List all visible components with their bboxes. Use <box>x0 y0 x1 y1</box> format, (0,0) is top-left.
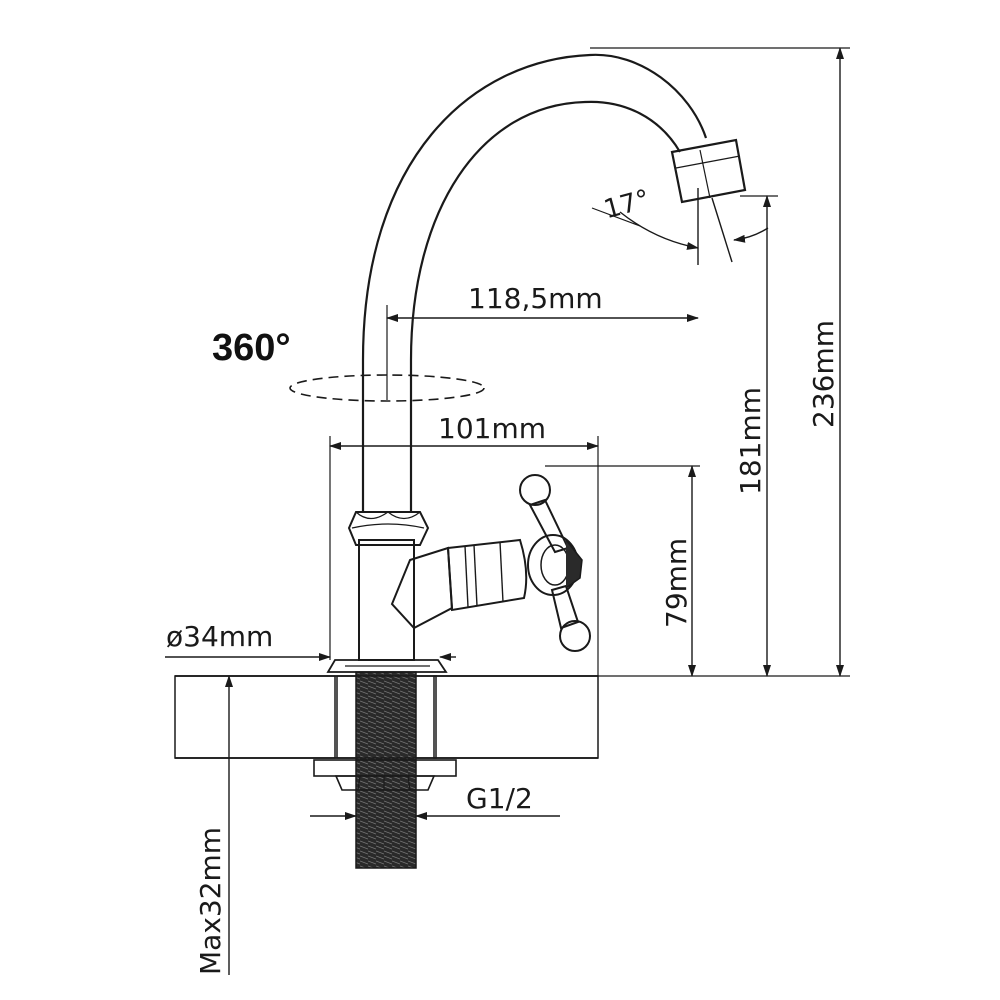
thread-dimension: G1/2 <box>310 782 560 820</box>
angle-label: 17° <box>601 184 653 225</box>
threaded-shank <box>336 671 437 869</box>
rotation-label: 360° <box>212 327 291 369</box>
max-thickness-dimension: Max32mm <box>194 675 233 975</box>
valve-cartridge <box>390 538 528 630</box>
spout-height-dimension: 181mm <box>734 195 778 677</box>
spout-height-label: 181mm <box>734 387 767 495</box>
reach-dimension: 118,5mm <box>386 282 699 400</box>
base-diameter-label: ø34mm <box>166 620 273 653</box>
base-to-handle-label: 101mm <box>438 412 546 445</box>
lock-nut <box>313 759 457 791</box>
total-height-dimension: 236mm <box>590 47 850 677</box>
total-height-label: 236mm <box>807 320 840 428</box>
handle-height-label: 79mm <box>660 538 693 628</box>
base-diameter-dimension: ø34mm <box>165 620 456 661</box>
handle-height-dimension: 79mm <box>545 465 700 677</box>
thread-label: G1/2 <box>466 782 533 815</box>
base-flange <box>326 659 448 673</box>
base-to-handle-dimension: 101mm <box>329 412 599 676</box>
max-thickness-label: Max32mm <box>194 827 227 975</box>
cross-handle <box>519 474 591 652</box>
valve-body <box>347 511 430 661</box>
rotation-indicator: 360° <box>212 327 485 402</box>
spout <box>361 53 747 512</box>
reach-label: 118,5mm <box>468 282 603 315</box>
